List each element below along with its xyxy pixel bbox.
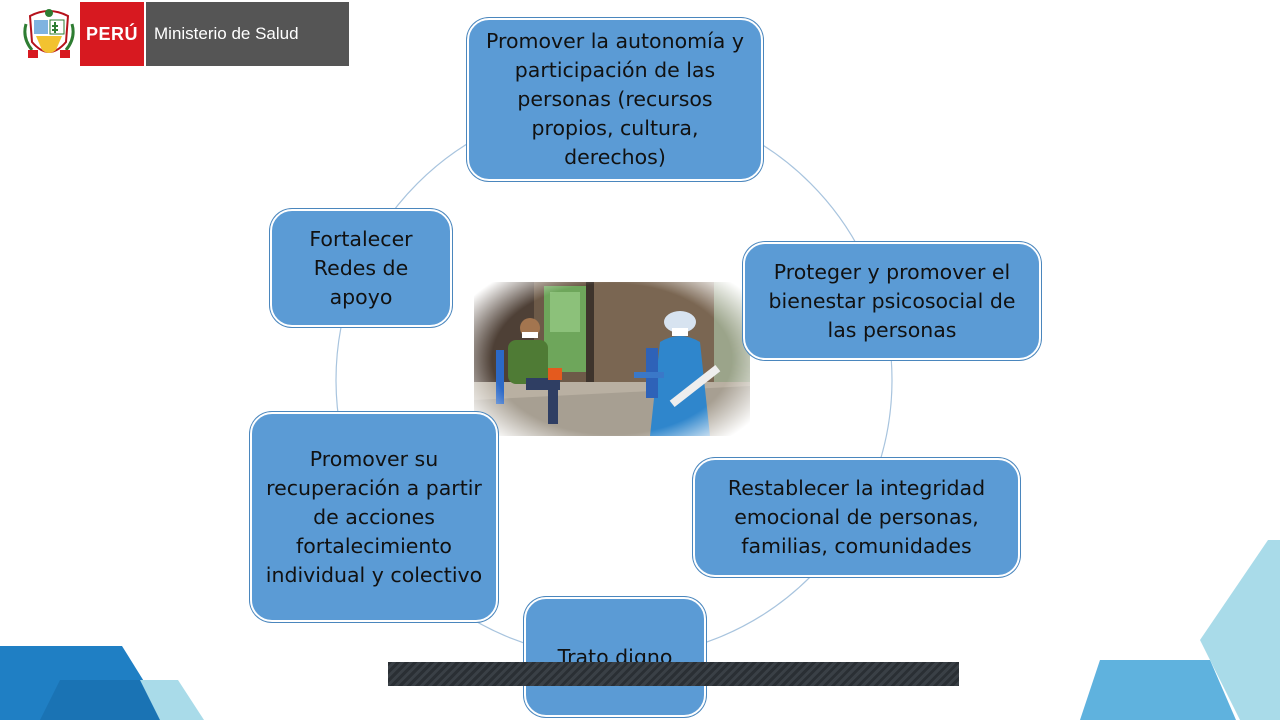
node-text: Promover su recuperación a partir de acc… <box>265 446 483 587</box>
cycle-node-emotional-integrity: Restablecer la integridad emocional de p… <box>693 458 1020 577</box>
peru-coat-of-arms-icon <box>23 9 75 58</box>
node-text: Proteger y promover el bienestar psicoso… <box>768 259 1016 342</box>
cycle-node-dignified-treatment: Trato digno <box>524 597 706 717</box>
cycle-node-support-networks: Fortalecer Redes de apoyo <box>270 209 452 327</box>
ministry-logo: PERÚ Ministerio de Salud <box>22 2 349 66</box>
health-worker-visit-photo <box>474 282 750 436</box>
cycle-node-recovery: Promover su recuperación a partir de acc… <box>250 412 498 622</box>
node-text: Fortalecer Redes de apoyo <box>309 226 413 309</box>
caption-overlay-bar <box>388 662 959 686</box>
node-text: Promover la autonomía y participación de… <box>485 29 745 169</box>
ministry-name: Ministerio de Salud <box>146 2 349 66</box>
node-text: Restablecer la integridad emocional de p… <box>727 476 986 558</box>
peru-label: PERÚ <box>80 2 144 66</box>
cycle-node-psychosocial-wellbeing: Proteger y promover el bienestar psicoso… <box>743 242 1041 360</box>
cycle-node-autonomy: Promover la autonomía y participación de… <box>467 18 763 181</box>
